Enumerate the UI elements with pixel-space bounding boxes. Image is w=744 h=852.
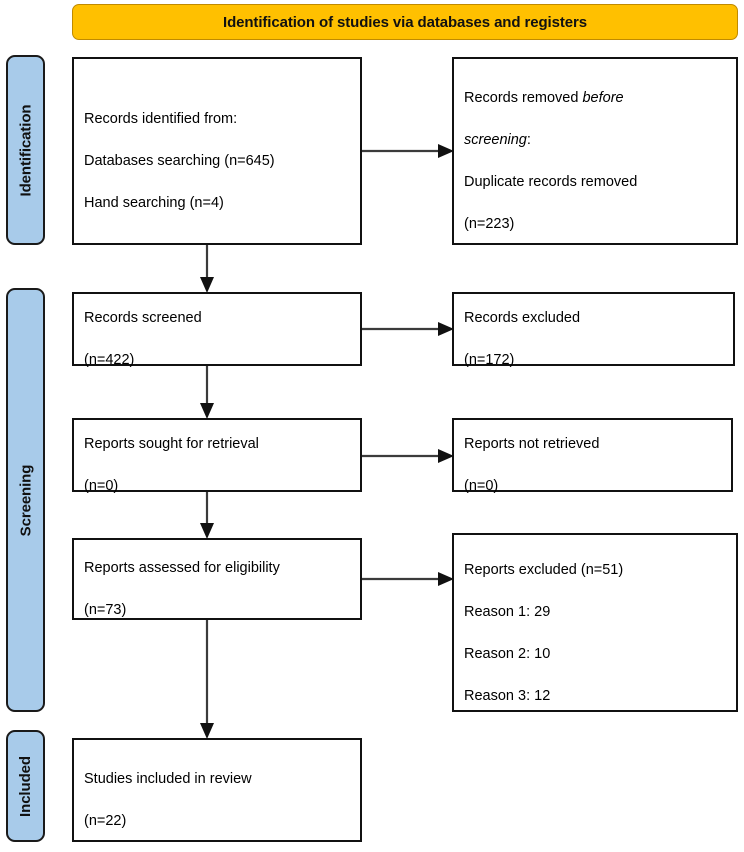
records-excluded-line-1: Records excluded [464, 310, 581, 326]
records-removed-line-1-italic: before [582, 90, 624, 106]
arrow-identified-to-screened-icon [200, 245, 214, 293]
box-reports-excluded: Reports excluded (n=51) Reason 1: 29 Rea… [452, 533, 738, 712]
arrow-screened-to-excluded-icon [362, 322, 454, 336]
records-removed-line-4: (n=223) [464, 216, 515, 232]
records-screened-line-1: Records screened [84, 310, 202, 326]
reports-sought-line-1: Reports sought for retrieval [84, 436, 259, 452]
arrow-screened-to-sought-icon [200, 366, 214, 419]
box-reports-assessed-for-eligibility: Reports assessed for eligibility (n=73) [72, 538, 362, 620]
arrow-assessed-to-excluded-reports-icon [362, 572, 454, 586]
studies-included-line-2: (n=22) [84, 813, 127, 829]
records-removed-line-1-prefix: Records removed [464, 90, 583, 106]
reports-not-retrieved-line-2: (n=0) [464, 478, 499, 494]
box-records-screened: Records screened (n=422) [72, 292, 362, 368]
records-removed-line-2-suffix: : [526, 132, 531, 148]
identification-banner: Identification of studies via databases … [72, 4, 738, 40]
arrow-sought-to-not-retrieved-icon [362, 449, 454, 463]
records-identified-line-2: Databases searching (n=645) [84, 153, 275, 169]
stage-label-identification-text: Identification [17, 104, 34, 196]
records-identified-line-1: Records identified from: [84, 111, 238, 127]
stage-label-included-text: Included [17, 755, 34, 817]
banner-title: Identification of studies via databases … [223, 13, 587, 31]
arrow-identified-to-removed-icon [362, 144, 454, 158]
stage-label-screening: Screening [6, 288, 45, 712]
reports-assessed-line-1: Reports assessed for eligibility [84, 560, 280, 576]
stage-label-identification: Identification [6, 55, 45, 245]
box-reports-not-retrieved: Reports not retrieved (n=0) [452, 418, 733, 494]
box-records-identified: Records identified from: Databases searc… [72, 57, 362, 245]
reports-excluded-line-1: Reports excluded (n=51) [464, 561, 624, 578]
records-identified-line-3: Hand searching (n=4) [84, 195, 224, 211]
records-excluded-line-2: (n=172) [464, 352, 515, 368]
reports-not-retrieved-line-1: Reports not retrieved [464, 436, 600, 452]
reports-sought-line-2: (n=0) [84, 478, 119, 494]
arrow-assessed-to-included-icon [200, 620, 214, 739]
box-records-excluded: Records excluded (n=172) [452, 292, 735, 368]
reports-assessed-line-2: (n=73) [84, 602, 127, 618]
stage-label-screening-text: Screening [17, 464, 34, 536]
records-removed-line-3: Duplicate records removed [464, 174, 638, 190]
reports-excluded-reason-3: Reason 3: 12 [464, 687, 551, 704]
box-records-removed-before-screening: Records removed before screening: Duplic… [452, 57, 738, 245]
box-studies-included-in-review: Studies included in review (n=22) [72, 738, 362, 842]
studies-included-line-1: Studies included in review [84, 771, 252, 787]
reports-excluded-reason-1: Reason 1: 29 [464, 603, 551, 620]
stage-label-included: Included [6, 730, 45, 842]
arrow-sought-to-assessed-icon [200, 492, 214, 539]
box-reports-sought-for-retrieval: Reports sought for retrieval (n=0) [72, 418, 362, 494]
reports-excluded-reason-2: Reason 2: 10 [464, 645, 551, 662]
records-removed-line-2-italic: screening [464, 132, 527, 148]
records-screened-line-2: (n=422) [84, 352, 135, 368]
